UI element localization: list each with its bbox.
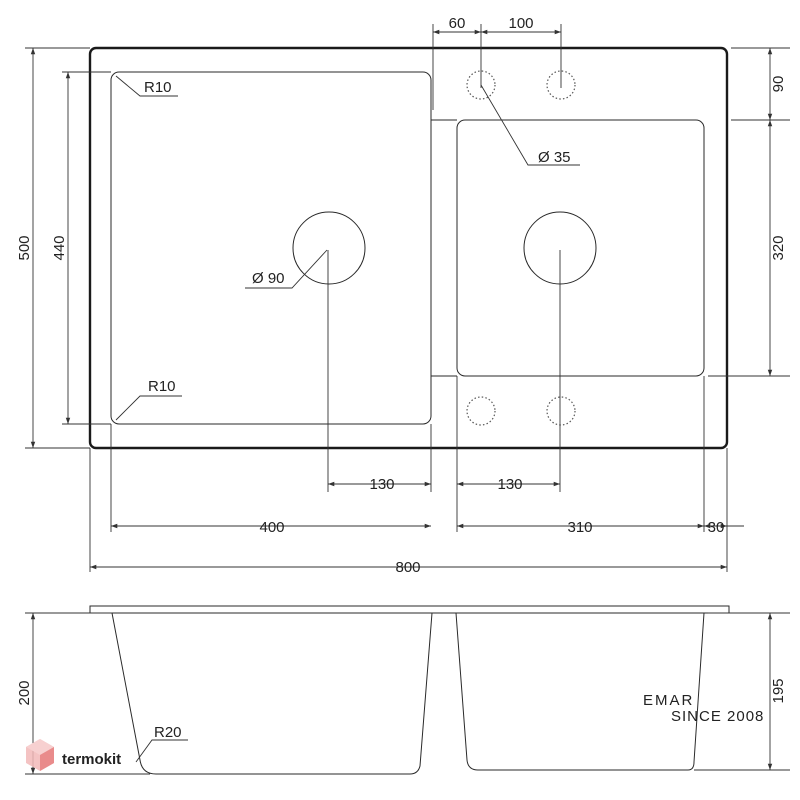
top-dimensions: 60 100 90 320 500 440 130 130 400 310 30… bbox=[16, 15, 790, 576]
sink-outline bbox=[88, 46, 729, 450]
dim-310-label: 310 bbox=[567, 519, 592, 536]
dim-800-label: 800 bbox=[395, 559, 420, 576]
side-view bbox=[89, 605, 730, 775]
emar-logo-text: EMAR bbox=[643, 692, 694, 709]
termokit-watermark: termokit bbox=[26, 739, 121, 771]
dim-100-label: 100 bbox=[508, 15, 533, 32]
emar-since-text: SINCE 2008 bbox=[671, 708, 764, 725]
tap-hole-diameter-label: Ø 35 bbox=[538, 149, 571, 166]
dim-130-right-label: 130 bbox=[497, 476, 522, 493]
radius-bottom-label: R10 bbox=[148, 378, 176, 395]
radius-top-label: R10 bbox=[144, 79, 172, 96]
side-dimensions: 200 195 R20 bbox=[16, 612, 790, 775]
dim-60-label: 60 bbox=[449, 15, 466, 32]
dim-440-label: 440 bbox=[51, 235, 68, 260]
sink-rim-profile bbox=[89, 605, 730, 614]
dim-200-label: 200 bbox=[16, 680, 33, 705]
tap-hole-2 bbox=[546, 70, 576, 100]
emar-logo: EMAR SINCE 2008 bbox=[643, 692, 764, 725]
dim-320-label: 320 bbox=[770, 235, 787, 260]
dim-500-label: 500 bbox=[16, 235, 33, 260]
dim-30-label: 30 bbox=[708, 519, 725, 536]
drain-diameter-label: Ø 90 bbox=[252, 270, 285, 287]
right-bowl-profile bbox=[455, 612, 705, 771]
left-drain bbox=[292, 211, 366, 285]
dim-195-label: 195 bbox=[770, 678, 787, 703]
left-bowl bbox=[110, 71, 432, 425]
tap-hole-4 bbox=[546, 396, 576, 426]
hexagon-cube-icon bbox=[26, 739, 54, 771]
tap-hole-3 bbox=[466, 396, 496, 426]
dim-400-label: 400 bbox=[259, 519, 284, 536]
right-bowl bbox=[456, 119, 705, 377]
left-bowl-profile bbox=[111, 612, 433, 775]
top-view bbox=[88, 46, 729, 450]
dim-130-left-label: 130 bbox=[369, 476, 394, 493]
tap-hole-1 bbox=[466, 70, 496, 100]
dim-90-label: 90 bbox=[770, 76, 787, 93]
bowl-connector bbox=[431, 119, 457, 377]
radius-profile-label: R20 bbox=[154, 724, 182, 741]
termokit-watermark-text: termokit bbox=[62, 751, 121, 768]
